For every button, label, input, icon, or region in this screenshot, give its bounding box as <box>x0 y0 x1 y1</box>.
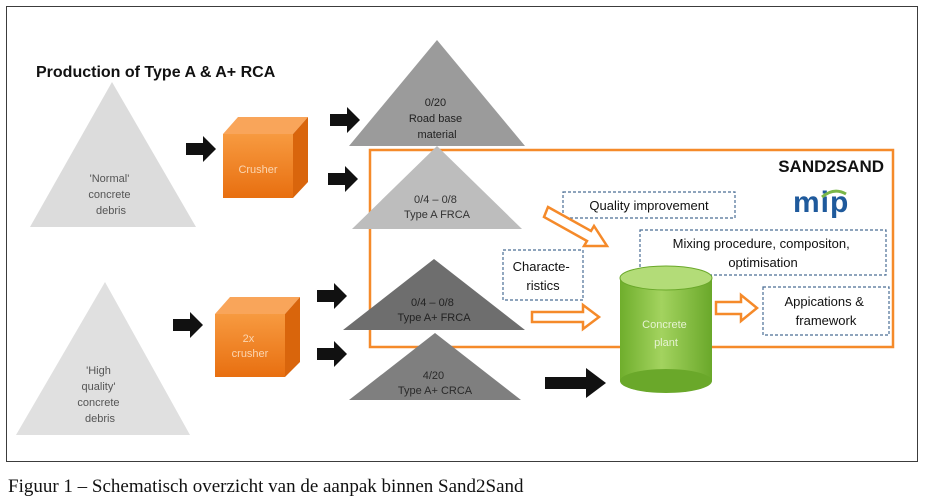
crusher-cube-1: Crusher <box>223 117 308 198</box>
mixing-procedure-label: Mixing procedure, compositon, optimisati… <box>673 236 854 270</box>
applications-box <box>762 286 890 336</box>
type-a-frca-triangle <box>352 146 522 229</box>
arrow-to-road-base <box>330 107 360 133</box>
figure-frame <box>6 6 918 462</box>
arrow-to-type-aplus-crca <box>317 341 347 367</box>
normal-debris-label: 'Normal' concrete debris <box>88 173 133 217</box>
mip-logo: mip <box>793 186 848 219</box>
characteristics-label: Characte- ristics <box>513 259 574 293</box>
type-aplus-frca-label: 0/4 – 0/8 Type A+ FRCA <box>397 297 471 324</box>
type-a-frca-label: 0/4 – 0/8 Type A FRCA <box>404 194 471 221</box>
crusher-1-label: Crusher <box>238 164 277 176</box>
road-base-label: 0/20 Road base material <box>409 97 465 141</box>
type-aplus-crca-triangle <box>349 333 521 400</box>
arrow-to-crusher-1 <box>186 136 216 162</box>
high-quality-debris-triangle <box>16 282 190 435</box>
mip-logo-swoosh <box>821 189 847 199</box>
arrow-to-type-a-frca <box>328 166 358 192</box>
normal-debris-triangle <box>30 82 196 227</box>
sand2sand-label: SAND2SAND <box>778 157 884 176</box>
concrete-plant-cylinder: Concrete plant <box>619 265 713 393</box>
characteristics-box <box>502 249 584 301</box>
arrow-to-crusher-2 <box>173 312 203 338</box>
orange-arrow-characteristics <box>530 302 602 332</box>
high-quality-debris-label: 'High quality' concrete debris <box>77 365 122 425</box>
arrow-crca-to-plant <box>545 368 606 398</box>
type-aplus-frca-triangle <box>343 259 525 330</box>
orange-arrow-quality <box>542 205 610 248</box>
arrow-to-type-aplus-frca <box>317 283 347 309</box>
quality-improvement-box <box>562 191 736 219</box>
diagram-title: Production of Type A & A+ RCA <box>36 64 276 81</box>
quality-improvement-label: Quality improvement <box>589 198 709 213</box>
crusher-2-label: 2x crusher <box>232 333 269 360</box>
figure-caption: Figuur 1 – Schematisch overzicht van de … <box>8 476 524 497</box>
orange-arrow-applications <box>714 292 759 324</box>
road-base-triangle <box>349 40 525 146</box>
type-aplus-crca-label: 4/20 Type A+ CRCA <box>398 370 473 397</box>
crusher-cube-2: 2x crusher <box>215 297 300 377</box>
applications-label: Appications & framework <box>784 294 867 328</box>
concrete-plant-label: Concrete plant <box>642 319 690 349</box>
